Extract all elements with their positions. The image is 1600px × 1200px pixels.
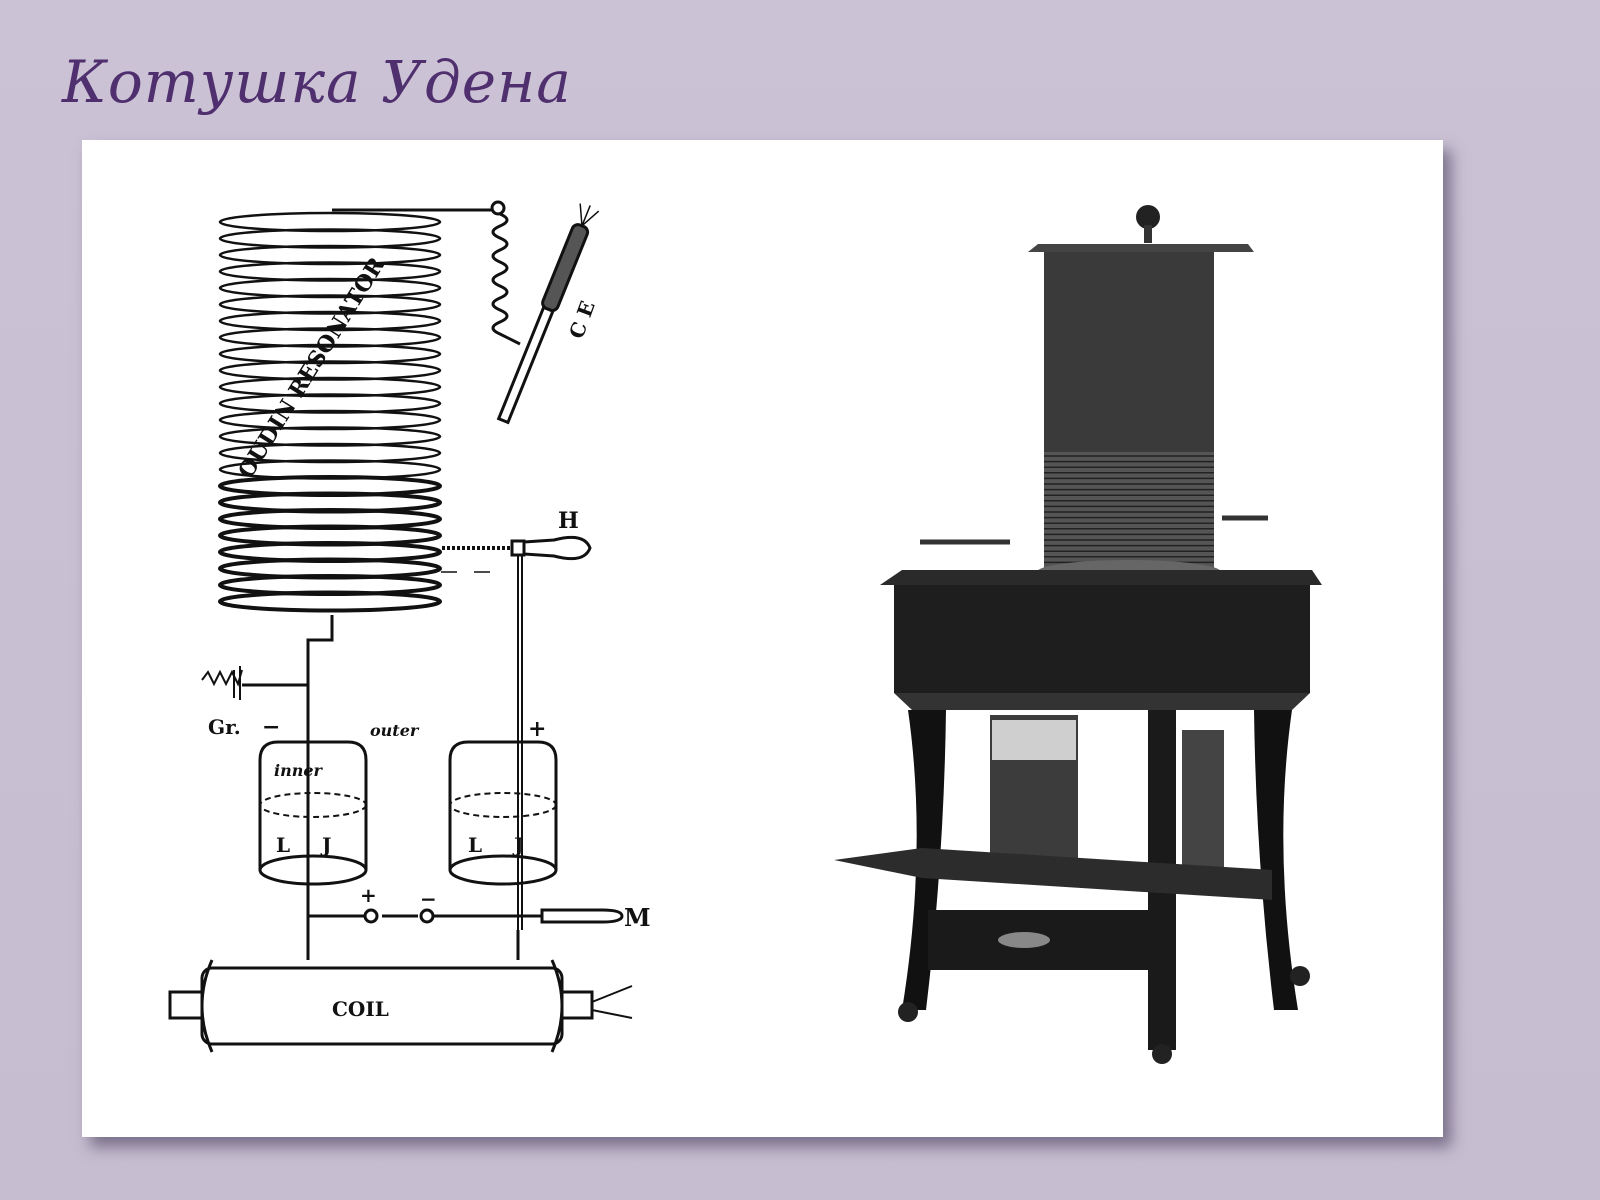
oudin-resonator-schematic [168,200,633,1053]
coil-loop [218,409,442,431]
outer-label: outer [370,721,420,740]
coil-loop [218,376,442,398]
handle-h [522,535,592,561]
leyden-jar-left [258,740,368,886]
spark-gap-label: M [624,903,651,932]
resonator-label: OUDIN RESONATOR [233,252,391,483]
ground-icon [201,666,243,700]
coil-loop [218,294,442,315]
coil-loop [218,426,442,447]
electrode-label: C E [564,298,600,342]
oudin-coil-illustration: OUDIN RESONATOR C E H Gr. − + outer inne… [168,200,1322,1064]
electrode [496,203,600,425]
coil-loop [218,261,442,282]
ground-label: Gr. [208,715,241,739]
coil-loop [218,393,442,414]
inner-label: inner [274,761,324,780]
coil-loop [218,442,442,464]
coil-loop [218,211,442,233]
coil-loop [218,590,442,613]
coil-loop [218,310,442,332]
handle-label: H [558,508,579,534]
jar-j-label: J [512,833,523,857]
coil-loop [218,277,442,299]
resonator-coil-loops [218,211,442,613]
lead-spring [491,212,521,346]
coil-loop [218,343,442,365]
coil-loop [218,244,442,266]
coil-label: COIL [332,997,389,1021]
spark-plus-label: + [360,883,377,907]
spark-minus-label: − [420,887,437,911]
slide-title: Котушка Удена [62,48,572,116]
jar-l-label: L [468,833,482,857]
leyden-jar-right [448,740,558,886]
image-panel: OUDIN RESONATOR C E H Gr. − + outer inne… [82,140,1443,1137]
ground-wire [306,615,334,740]
minus-label: − [262,714,280,740]
handle-m [540,908,624,924]
jar-wires [306,740,520,960]
jar-j-label: J [320,833,331,857]
induction-coil [168,959,633,1053]
secondary-winding [1044,455,1214,564]
coil-loop [218,228,442,249]
oudin-apparatus-photo [834,205,1322,1064]
terminal [490,200,506,216]
coil-loop [218,327,442,348]
plus-label: + [528,716,546,742]
jar-l-label: L [276,833,290,857]
coil-loop [218,360,442,381]
